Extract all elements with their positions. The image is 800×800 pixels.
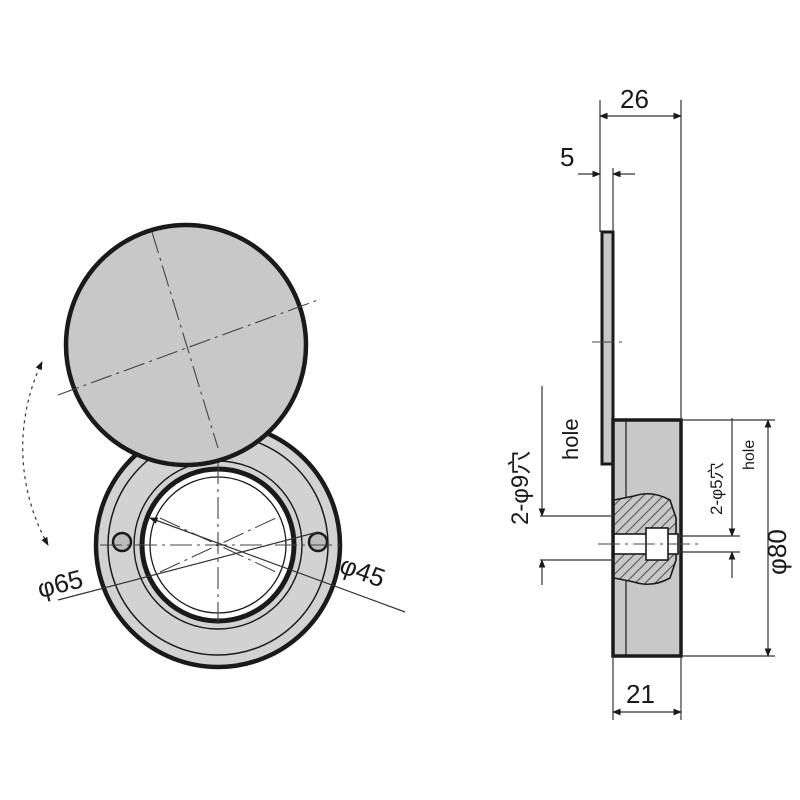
body-side: [611, 418, 683, 658]
diameter-45-leader: [149, 517, 406, 613]
diameter-45-label: φ45: [336, 549, 389, 593]
diameter-65-label: φ65: [34, 564, 86, 604]
dim-26-label: 26: [620, 84, 649, 114]
front-view: φ65 φ45: [22, 222, 406, 670]
hole-9-sub: hole: [558, 418, 583, 460]
dim-21-label: 21: [626, 679, 655, 709]
diameter-65-leader: [57, 531, 319, 601]
screw-hole-right: [307, 531, 329, 553]
dim-5-label: 5: [560, 142, 574, 172]
hole-5-label: 2-φ5穴: [707, 462, 726, 515]
hole-5-sub: hole: [741, 440, 758, 470]
dim-80-label: φ80: [762, 529, 792, 575]
cover-plate-side: [600, 230, 615, 466]
hole-9-label: 2-φ9穴: [507, 451, 534, 525]
ring-center-lines: [100, 462, 340, 630]
side-view: 26 5 21 φ80 2-φ9穴 hole 2-φ5穴 hole: [507, 84, 792, 720]
cover-disc: [57, 222, 319, 468]
screw-hole-left: [111, 531, 133, 553]
swing-arrow: [22, 361, 49, 546]
